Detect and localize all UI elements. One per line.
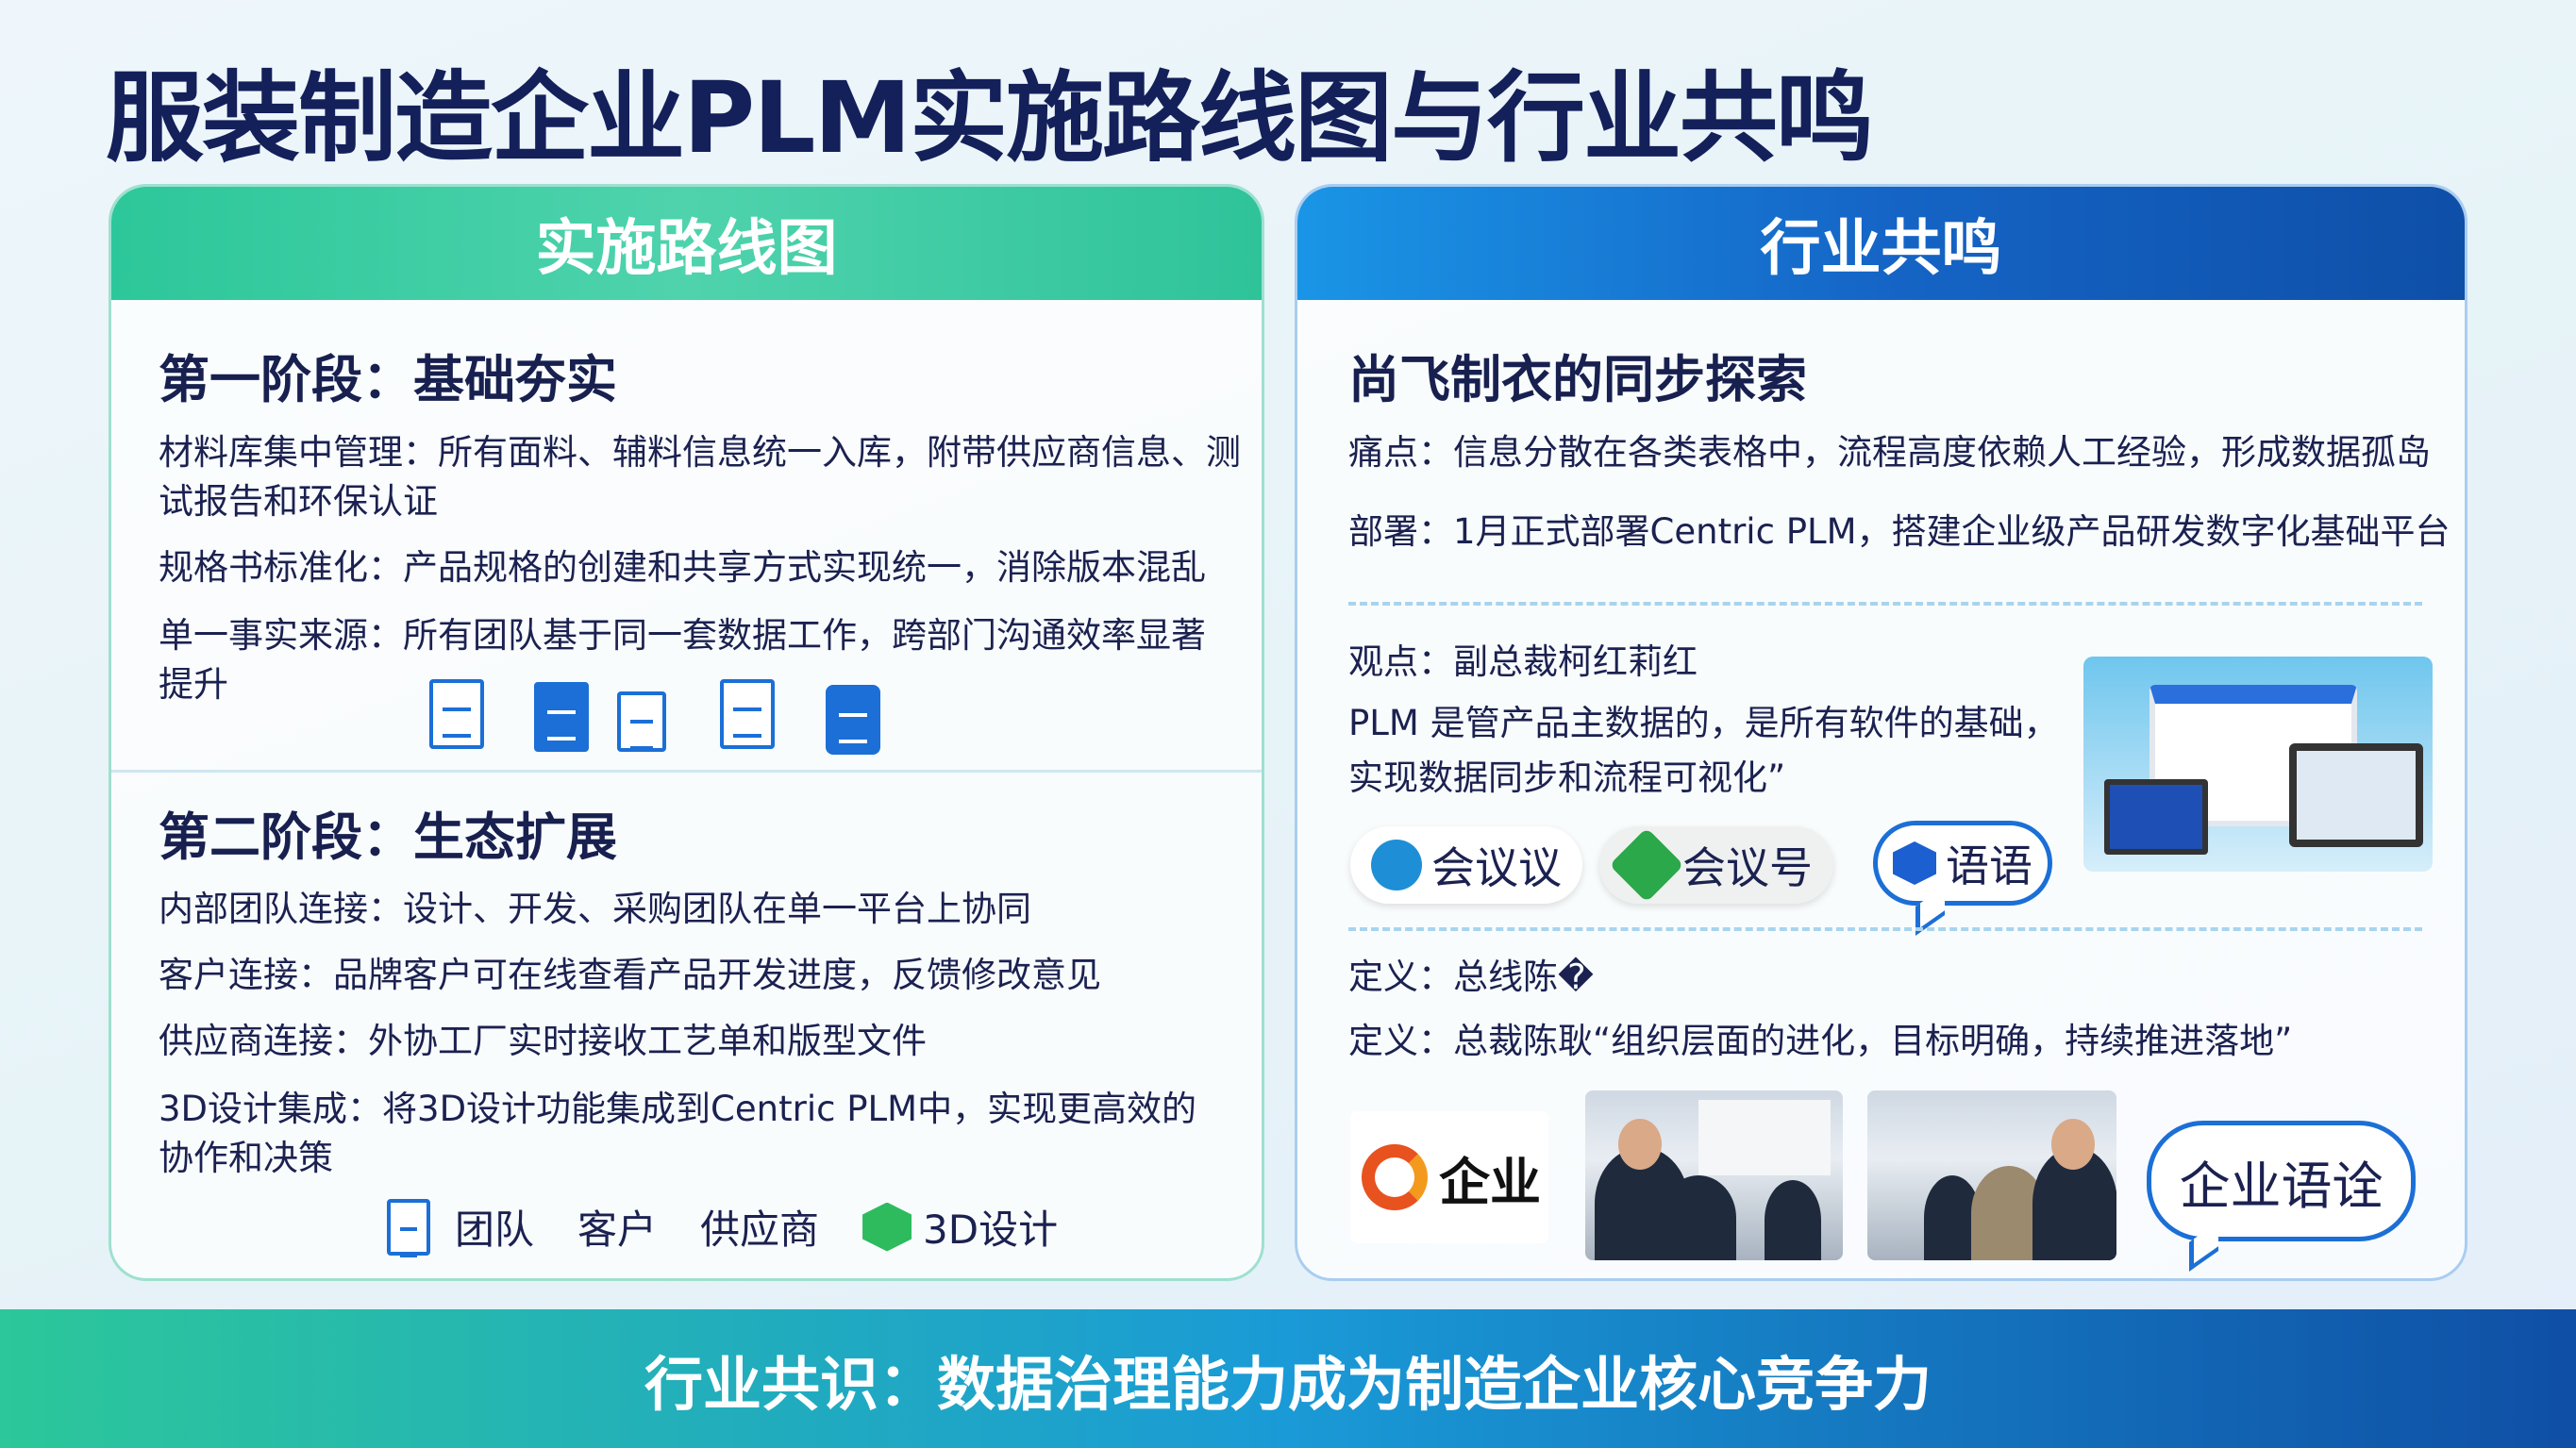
view-quote: PLM 是管产品主数据的，是所有软件的基础，实现数据同步和流程可视化”	[1348, 703, 2059, 798]
screen	[1698, 1100, 1831, 1175]
team-doc-icon	[387, 1198, 430, 1257]
laptop-icon	[2104, 779, 2208, 855]
document-filled-icon	[534, 682, 589, 752]
stage1-item: 材料库集中管理：所有面料、辅料信息统一入库，附带供应商信息、测试报告和环保认证	[159, 432, 1241, 522]
person-head	[1618, 1119, 1662, 1170]
3d-cube-icon	[862, 1202, 912, 1252]
roadmap-panel: 实施路线图 第一阶段：基础夯实 材料库集中管理：所有面料、辅料信息统一入库，附带…	[109, 184, 1264, 1281]
meeting-app-icon	[1371, 840, 1422, 890]
divider	[1348, 927, 2422, 931]
case-heading: 尚飞制衣的同步探索	[1348, 350, 1807, 409]
stage2-heading: 第二阶段：生态扩展	[159, 807, 617, 867]
person	[1661, 1175, 1736, 1260]
stage1-item: 规格书标准化：产品规格的创建和共享方式实现统一，消除版本混乱	[159, 547, 1206, 588]
tag-team: 团队	[455, 1207, 535, 1253]
tag-customer: 客户	[577, 1207, 658, 1253]
meeting-photo-1	[1585, 1090, 1843, 1260]
document-icon	[720, 679, 775, 749]
badge-label: 会议号	[1682, 842, 1813, 893]
logo-swirl-icon	[1362, 1144, 1428, 1210]
person	[1765, 1180, 1821, 1260]
deployment: 部署：1月正式部署Centric PLM，搭建企业级产品研发数字化基础平台	[1348, 511, 2451, 552]
tag-supplier: 供应商	[700, 1207, 820, 1253]
divider	[1348, 602, 2422, 606]
stage2-item: 客户连接：品牌客户可在线查看产品开发进度，反馈修改意见	[159, 955, 1101, 995]
document-icon	[429, 679, 484, 749]
conclusion-banner: 行业共识：数据治理能力成为制造企业核心竞争力	[0, 1309, 2576, 1448]
industry-panel: 行业共鸣 尚飞制衣的同步探索 痛点：信息分散在各类表格中，流程高度依赖人工经验，…	[1295, 184, 2467, 1281]
badge-meeting[interactable]: 会议议	[1350, 826, 1582, 904]
divider	[111, 770, 1262, 773]
badge-meeting-number[interactable]: 会议号	[1599, 826, 1833, 904]
badge-label: 会议议	[1431, 842, 1562, 893]
speech-app-icon	[1893, 841, 1936, 885]
roadmap-header: 实施路线图	[111, 187, 1262, 300]
database-icon	[826, 685, 880, 755]
page-title: 服装制造企业PLM实施路线图与行业共鸣	[106, 60, 1874, 175]
tag-3d-design: 3D设计	[923, 1207, 1059, 1253]
meeting-photo-2	[1867, 1090, 2116, 1260]
view-label: 观点：副总裁柯红莉红	[1348, 641, 1698, 682]
enterprise-logo: 企业	[1350, 1111, 1548, 1243]
stage1-item: 单一事实来源：所有团队基于同一套数据工作，跨部门沟通效率显著提升	[159, 615, 1206, 705]
logo-text: 企业	[1439, 1152, 1541, 1212]
definition-1: 定义：总线陈�	[1348, 957, 1594, 997]
document-icon	[617, 691, 666, 752]
badge-speech[interactable]: 语语	[1873, 821, 2052, 906]
enterprise-quote-bubble: 企业语诠	[2147, 1121, 2416, 1241]
stage1-heading: 第一阶段：基础夯实	[159, 350, 617, 409]
definition-2: 定义：总裁陈耿“组织层面的进化，目标明确，持续推进落地”	[1348, 1021, 2293, 1061]
person-head	[2051, 1119, 2095, 1170]
green-app-icon	[1609, 827, 1684, 903]
badge-label: 语语	[1946, 841, 2032, 891]
stage2-item: 3D设计集成：将3D设计功能集成到Centric PLM中，实现更高效的协作和决…	[159, 1089, 1197, 1178]
industry-header: 行业共鸣	[1297, 187, 2465, 300]
stage2-item: 供应商连接：外协工厂实时接收工艺单和版型文件	[159, 1021, 927, 1061]
desktop-icon	[2289, 743, 2423, 847]
stage2-item: 内部团队连接：设计、开发、采购团队在单一平台上协同	[159, 889, 1031, 929]
pain-point: 痛点：信息分散在各类表格中，流程高度依赖人工经验，形成数据孤岛	[1348, 432, 2431, 473]
devices-illustration	[2083, 657, 2433, 872]
stage2-tags: 团队 客户 供应商 3D设计	[387, 1198, 1059, 1257]
